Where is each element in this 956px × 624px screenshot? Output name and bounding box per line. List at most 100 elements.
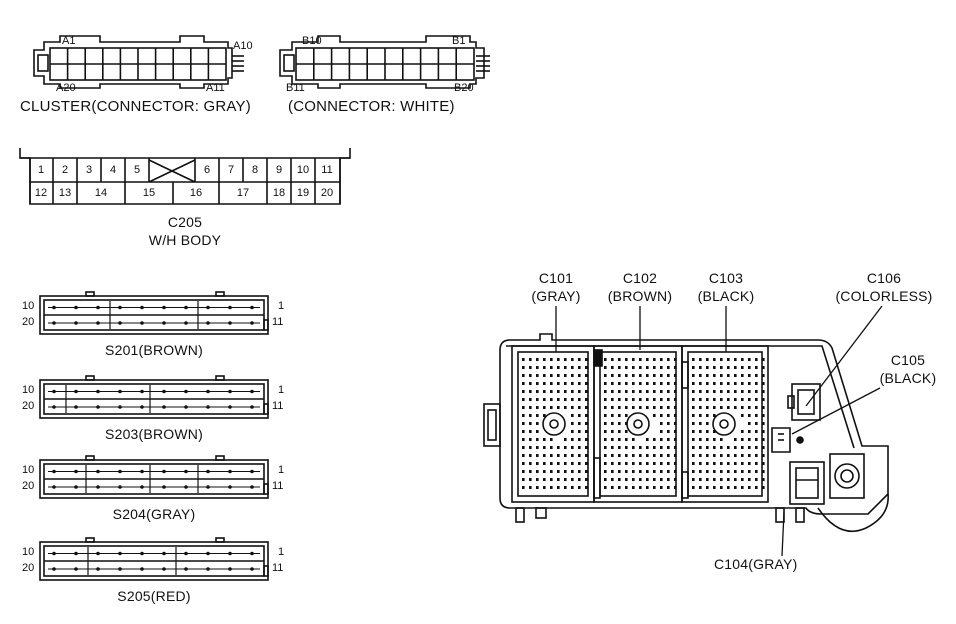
strip-pin-right-bottom: 11 <box>272 480 284 492</box>
pcm-pin-dot <box>713 438 716 441</box>
pcm-pin-dot <box>727 478 730 481</box>
pcm-pin-dot <box>653 438 656 441</box>
pcm-pin-dot <box>699 486 702 489</box>
pcm-pin-dot <box>741 486 744 489</box>
pcm-pin-dot <box>734 454 737 457</box>
pcm-pin-dot <box>653 462 656 465</box>
pcm-pin-dot <box>734 358 737 361</box>
pcm-pin-dot <box>557 446 560 449</box>
pcm-pin-dot <box>543 382 546 385</box>
pcm-pin-dot <box>536 478 539 481</box>
pcm-pin-dot <box>660 374 663 377</box>
pcm-pin-dot <box>667 478 670 481</box>
pcm-pin-dot <box>611 446 614 449</box>
pcm-pin-dot <box>674 422 677 425</box>
c106-color: (COLORLESS) <box>835 288 933 304</box>
pcm-pin-dot <box>755 454 758 457</box>
pcm-pin-dot <box>674 358 677 361</box>
pcm-pin-dot <box>706 382 709 385</box>
pcm-pin-dot <box>699 454 702 457</box>
pcm-pin-dot <box>543 470 546 473</box>
c205-pin: 12 <box>34 187 48 199</box>
pcm-pin-dot <box>713 398 716 401</box>
pcm-pin-dot <box>660 430 663 433</box>
pcm-pin-dot <box>578 438 581 441</box>
pcm-pin-dot <box>529 478 532 481</box>
pcm-pin-dot <box>604 366 607 369</box>
pcm-pin-dot <box>550 390 553 393</box>
pcm-pin-dot <box>727 382 730 385</box>
pcm-pin-dot <box>741 430 744 433</box>
pcm-pin-dot <box>674 430 677 433</box>
pcm-pin-dot <box>522 374 525 377</box>
white-connector <box>279 35 490 89</box>
pcm-pin-dot <box>660 446 663 449</box>
pcm-pin-dot <box>762 462 765 465</box>
pcm-pin-dot <box>660 414 663 417</box>
pcm-pin-dot <box>611 486 614 489</box>
pcm-pin-dot <box>550 462 553 465</box>
pcm-pin-dot <box>762 414 765 417</box>
strip-pin-right-bottom: 11 <box>272 562 284 574</box>
pcm-pin-dot <box>578 406 581 409</box>
pcm-pin-dot <box>727 398 730 401</box>
pcm-pin-dot <box>571 366 574 369</box>
pcm-pin-dot <box>734 406 737 409</box>
c205-pin: 6 <box>203 164 211 176</box>
pcm-pin-dot <box>529 446 532 449</box>
pcm-pin-dot <box>720 406 723 409</box>
pcm-pin-dot <box>578 454 581 457</box>
strip-pin-right-top: 1 <box>278 546 285 558</box>
pcm-pin-dot <box>646 454 649 457</box>
pcm-pin-dot <box>618 398 621 401</box>
pcm-pin-dot <box>706 438 709 441</box>
strip-pin-left-bottom: 20 <box>22 480 35 492</box>
pcm-pin-dot <box>660 470 663 473</box>
pcm-pin-dot <box>674 414 677 417</box>
pcm-pin-dot <box>646 398 649 401</box>
pcm-pin-dot <box>557 358 560 361</box>
pcm-pin-dot <box>618 438 621 441</box>
pcm-pin-dot <box>611 478 614 481</box>
pcm-pin-dot <box>564 478 567 481</box>
pcm-pin-dot <box>639 462 642 465</box>
pcm-pin-dot <box>618 390 621 393</box>
pcm-pin-dot <box>706 478 709 481</box>
pcm-pin-dot <box>632 398 635 401</box>
pcm-pin-dot <box>618 478 621 481</box>
pcm-pin-dot <box>625 358 628 361</box>
pin-label-a1: A1 <box>62 35 76 47</box>
pcm-pin-dot <box>550 406 553 409</box>
pcm-pin-dot <box>618 470 621 473</box>
pcm-pin-dot <box>755 462 758 465</box>
pcm-pin-dot <box>639 478 642 481</box>
pcm-pin-dot <box>674 398 677 401</box>
pcm-pin-dot <box>564 454 567 457</box>
pcm-pin-dot <box>706 486 709 489</box>
pcm-pin-dot <box>660 398 663 401</box>
pcm-pin-dot <box>529 374 532 377</box>
pcm-pin-dot <box>660 366 663 369</box>
pcm-pin-dot <box>578 470 581 473</box>
pcm-pin-dot <box>585 454 588 457</box>
pcm-pin-dot <box>748 374 751 377</box>
pcm-pin-dot <box>741 414 744 417</box>
strip-pin-right-bottom: 11 <box>272 316 284 328</box>
pcm-pin-dot <box>692 422 695 425</box>
pcm-pin-dot <box>706 398 709 401</box>
pcm-pin-dot <box>578 422 581 425</box>
pcm-pin-dot <box>653 390 656 393</box>
pcm-pin-dot <box>604 382 607 385</box>
pcm-pin-dot <box>713 366 716 369</box>
pcm-pin-dot <box>604 478 607 481</box>
pcm-pin-dot <box>625 382 628 385</box>
pcm-pin-dot <box>564 406 567 409</box>
pcm-pin-dot <box>748 358 751 361</box>
pcm-pin-dot <box>571 462 574 465</box>
pcm-pin-dot <box>611 422 614 425</box>
splice-strip <box>39 455 269 499</box>
pcm-pin-dot <box>720 462 723 465</box>
c205-pin: 5 <box>133 164 141 176</box>
pcm-pin-dot <box>713 486 716 489</box>
pcm-pin-dot <box>713 358 716 361</box>
